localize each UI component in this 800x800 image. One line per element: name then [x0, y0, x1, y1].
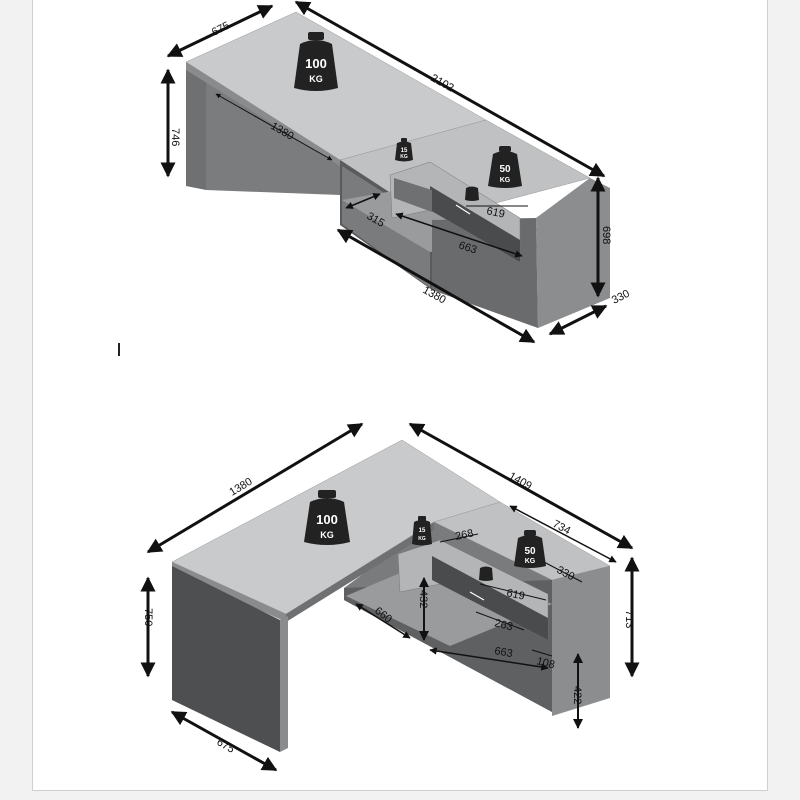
dim-cabinet-length-b: 1409	[507, 470, 534, 492]
corner-shelf	[346, 556, 552, 646]
dim-shelf-inner: 268	[454, 527, 474, 543]
dim-inner-width-b: 663	[493, 645, 513, 660]
weight-icon-100kg-b: 100 KG	[304, 490, 350, 545]
dim-drawer-width-b: 619	[505, 587, 525, 603]
weight-drawer-unit: KG	[400, 154, 408, 160]
corner-desk-edge-right	[286, 522, 434, 622]
weight-drawer-unit-b: KG	[418, 536, 426, 542]
dim-height-b: 750	[142, 608, 154, 626]
weight-icon-50kg: 50 KG	[488, 146, 522, 188]
dim-drawer-depth: 263	[493, 617, 514, 633]
top-configuration: 675 2102 746 1380 315 619 663 698 1380 3…	[160, 0, 632, 344]
weight-icon-100kg: 100 KG	[294, 32, 338, 91]
drawer-side	[394, 178, 432, 212]
desk-left-leg	[186, 62, 206, 190]
weight-drawer-value: 15	[401, 148, 408, 154]
weight-desk-value-b: 100	[316, 512, 338, 527]
weight-desk-unit-b: KG	[320, 530, 334, 540]
corner-cabinet-side	[552, 566, 610, 716]
dim-cabinet-height: 698	[600, 226, 612, 244]
small-weight-icon	[465, 186, 479, 201]
dim-height: 746	[169, 128, 181, 146]
weight-cabinet-value-b: 50	[524, 546, 536, 557]
weight-cabinet-value: 50	[499, 164, 511, 175]
weight-drawer-value-b: 15	[419, 528, 426, 534]
corner-desk-leg	[172, 566, 280, 752]
dim-cabinet-depth: 330	[610, 288, 632, 307]
dim-cabinet-height-b: 713	[623, 610, 635, 628]
dim-bottom-height: 422	[571, 686, 583, 704]
dim-shelf-height: 108	[535, 655, 556, 671]
bottom-configuration: 1380 1409 734 268 330 619 263 750 713 43…	[140, 422, 640, 772]
weight-icon-15kg: 15 KG	[395, 138, 413, 162]
dim-leg-depth: 675	[215, 736, 237, 756]
corner-desk-edge	[172, 562, 286, 622]
weight-icon-15kg-b: 15 KG	[412, 516, 432, 546]
weight-desk-unit: KG	[309, 74, 323, 84]
corner-drawer-front	[432, 556, 548, 640]
weight-cabinet-unit: KG	[500, 177, 511, 184]
weight-icon-50kg-b: 50 KG	[514, 530, 546, 568]
weight-cabinet-unit-b: KG	[525, 558, 536, 565]
small-weight-icon-b	[479, 566, 493, 581]
weight-desk-value: 100	[305, 56, 327, 71]
corner-desk-leg-edge	[280, 616, 288, 752]
dim-inner-height: 432	[417, 590, 429, 608]
text-cursor	[118, 343, 120, 356]
dim-depth: 675	[210, 20, 232, 39]
